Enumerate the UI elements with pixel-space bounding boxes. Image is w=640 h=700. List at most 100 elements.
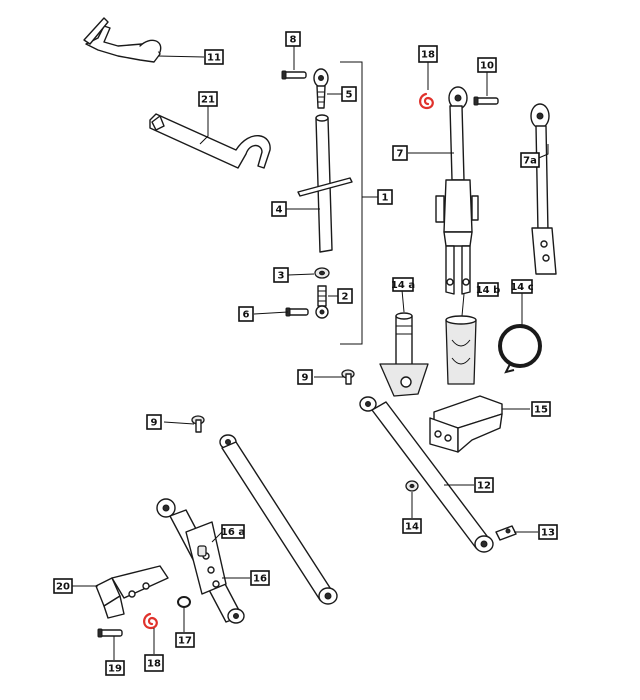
part-20-bracket (95, 565, 169, 619)
part-9-bolt-upper (341, 369, 355, 385)
callout-number: 4 (276, 205, 283, 216)
callout-number: 1 (382, 193, 389, 204)
callout-c19: 19 (105, 660, 125, 676)
callout-number: 16 (253, 574, 267, 585)
part-19-pin (97, 628, 123, 638)
callout-c20: 20 (53, 578, 73, 594)
callout-c12: 12 (474, 477, 494, 493)
part-4-tube (297, 114, 353, 253)
callout-box (531, 401, 551, 417)
callout-number: 11 (207, 53, 221, 64)
part-14-nut (405, 480, 419, 492)
callout-c3: 3 (273, 267, 289, 283)
callout-box (175, 632, 195, 648)
callout-c21: 21 (198, 91, 218, 107)
callout-number: 16 a (221, 527, 245, 538)
callout-c5: 5 (341, 86, 357, 102)
part-18-spring-clip-top (419, 92, 434, 110)
callout-box (53, 578, 73, 594)
part-3-nut (314, 267, 330, 279)
callout-c14: 14 (402, 518, 422, 534)
part-12-lower-link (359, 396, 494, 553)
callout-number: 5 (346, 90, 353, 101)
part-8-pin (281, 70, 307, 80)
callout-number: 14 a (391, 280, 415, 291)
callout-c18a: 18 (418, 45, 438, 63)
callout-box (474, 477, 494, 493)
callout-number: 8 (290, 35, 297, 46)
part-14a-pin-base (379, 312, 429, 397)
callout-c16: 16 (250, 570, 270, 586)
callout-box (146, 414, 162, 430)
callout-c14a: 14 a (391, 277, 415, 292)
callout-box (418, 45, 438, 63)
callout-c7: 7 (392, 145, 408, 161)
assembly-bracket-1 (340, 61, 378, 345)
callout-c14b: 14 b (476, 282, 501, 297)
callout-c18b: 18 (144, 654, 164, 672)
callout-box (377, 189, 393, 205)
callout-c4: 4 (271, 201, 287, 217)
callout-c1: 1 (377, 189, 393, 205)
callout-box (538, 524, 558, 540)
callout-box (204, 49, 224, 65)
callout-box (477, 57, 497, 73)
callout-number: 20 (56, 582, 70, 593)
part-6-pin (285, 307, 309, 317)
part-2-threaded-eye (315, 285, 329, 319)
callout-box (297, 369, 313, 385)
callout-number: 17 (178, 636, 192, 647)
callout-box (520, 152, 540, 168)
part-11-hook-bracket (83, 17, 162, 63)
callout-number: 7a (523, 156, 537, 167)
part-5-eye-end (313, 68, 329, 109)
callout-box (144, 654, 164, 672)
callout-number: 3 (278, 271, 285, 282)
callout-number: 14 b (476, 285, 501, 296)
callout-number: 18 (421, 50, 435, 61)
part-9-bolt-left (191, 415, 205, 433)
callout-number: 19 (108, 664, 122, 675)
callout-number: 6 (243, 310, 250, 321)
callout-c8: 8 (285, 31, 301, 47)
callout-box (221, 524, 245, 539)
callout-number: 12 (477, 481, 491, 492)
part-14b-bushing (445, 315, 477, 385)
callout-c7a: 7a (520, 152, 540, 168)
part-7a-adjustable-link (530, 103, 557, 275)
callout-c16a: 16 a (221, 524, 245, 539)
callout-box (285, 31, 301, 47)
callout-number: 14 c (510, 282, 533, 293)
part-18-spring-clip-bottom (143, 612, 158, 630)
part-10-pin (473, 96, 499, 106)
callout-c13: 13 (538, 524, 558, 540)
callout-number: 14 (405, 522, 419, 533)
callout-number: 15 (534, 405, 548, 416)
callout-number: 9 (302, 373, 309, 384)
callout-c10: 10 (477, 57, 497, 73)
callout-box (337, 288, 353, 304)
part-15-mounting-bracket (429, 395, 503, 453)
callout-box (477, 282, 499, 297)
callout-box (198, 91, 218, 107)
leader-lines (72, 46, 549, 660)
callout-number: 2 (342, 292, 349, 303)
callout-c2: 2 (337, 288, 353, 304)
part-17-washer (177, 596, 191, 608)
callout-number: 21 (201, 95, 215, 106)
callout-number: 10 (480, 61, 494, 72)
callout-number: 9 (151, 418, 158, 429)
part-7-leveling-rod (435, 86, 479, 295)
callout-number: 13 (541, 528, 555, 539)
part-21-long-hook (149, 113, 271, 169)
callout-box (392, 277, 414, 292)
callout-c14c: 14 c (510, 279, 534, 294)
callout-c17: 17 (175, 632, 195, 648)
callout-box (392, 145, 408, 161)
lower-arm-link (219, 434, 338, 605)
callout-c15: 15 (531, 401, 551, 417)
callout-c9a: 9 (297, 369, 313, 385)
callout-box (238, 306, 254, 322)
callout-box (273, 267, 289, 283)
